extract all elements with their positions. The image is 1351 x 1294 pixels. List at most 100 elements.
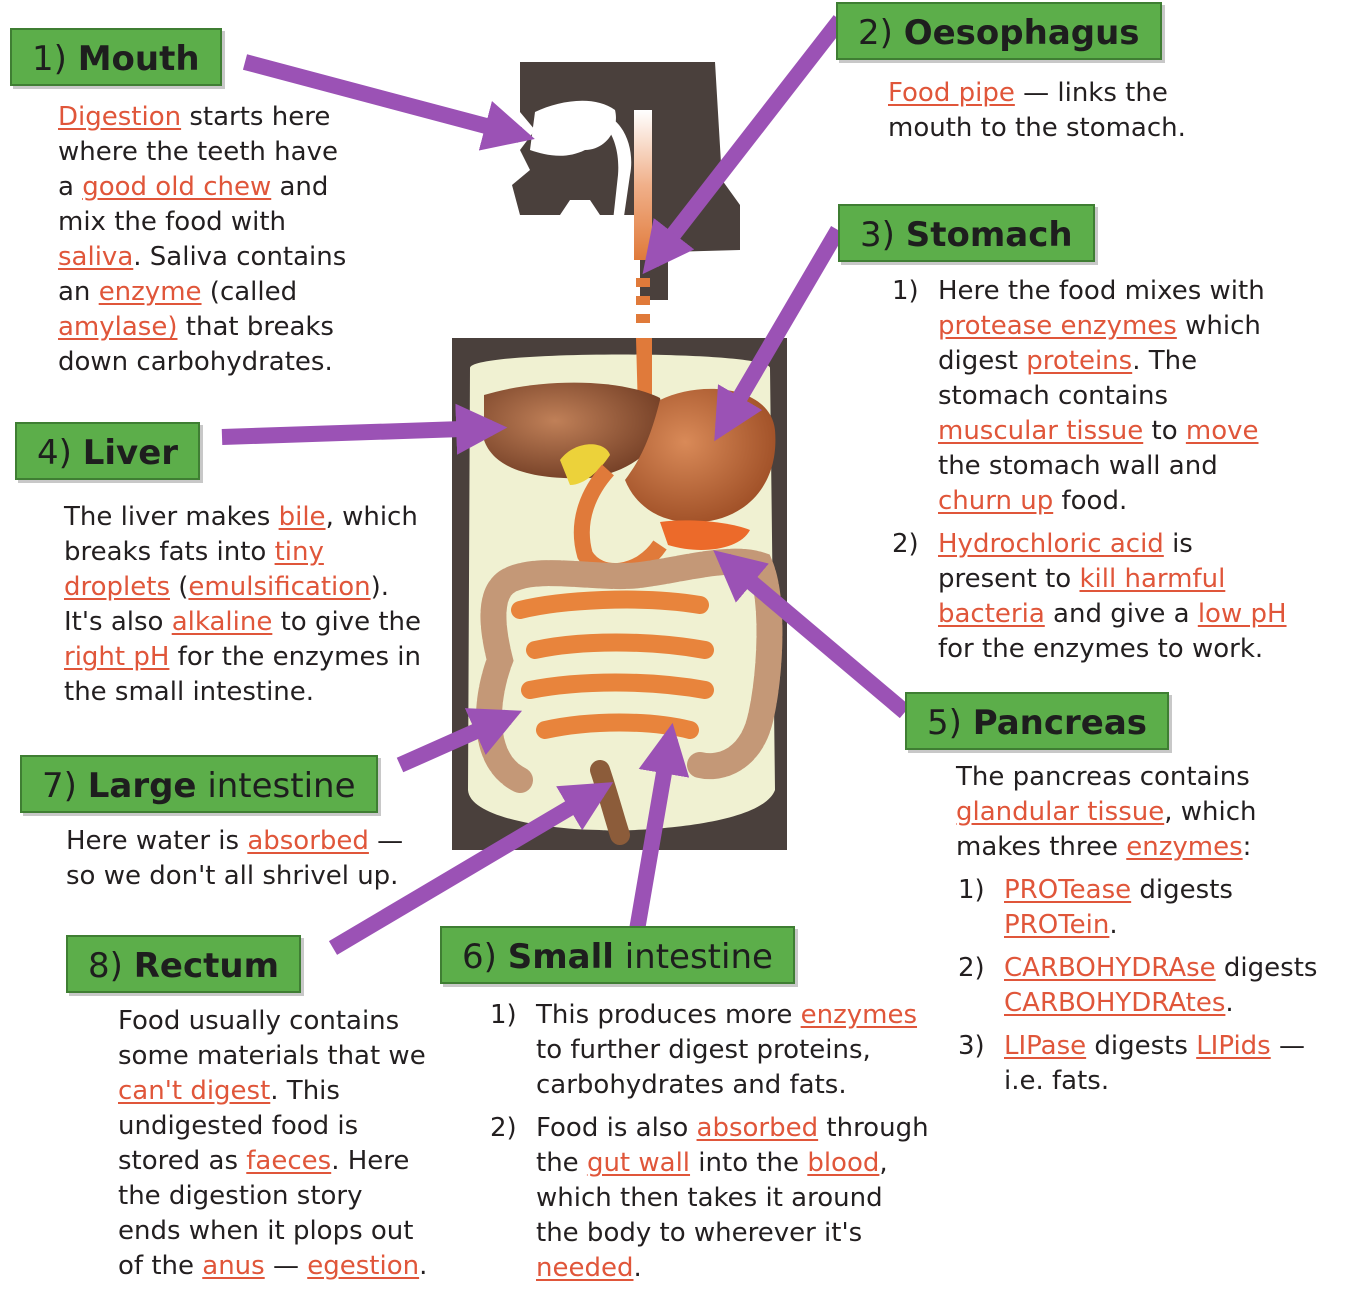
list-number: 1)	[490, 998, 517, 1033]
keyword: Hydrochloric acid	[938, 529, 1164, 559]
label-title-rest: intestine	[625, 937, 773, 977]
keyword: blood	[807, 1148, 879, 1178]
text-segment: to	[1143, 416, 1186, 446]
keyword: CARBOHYDRAtes	[1004, 988, 1225, 1018]
keyword: saliva	[58, 242, 133, 272]
text-segment: and give a	[1045, 599, 1198, 629]
label-title: Stomach	[906, 215, 1073, 255]
keyword: CARBOHYDRAse	[1004, 953, 1216, 983]
label-title: Mouth	[78, 39, 200, 79]
pancreas-description: The pancreas contains glandular tissue, …	[956, 760, 1341, 1107]
list-number: 1)	[958, 873, 985, 908]
keyword: needed	[536, 1253, 633, 1283]
keyword: muscular tissue	[938, 416, 1143, 446]
keyword: alkaline	[172, 607, 273, 637]
label-number: 3)	[860, 215, 895, 255]
keyword: churn up	[938, 486, 1053, 516]
keyword: Food pipe	[888, 78, 1015, 108]
liver-description: The liver makes bile, which breaks fats …	[64, 500, 424, 710]
keyword: absorbed	[697, 1113, 819, 1143]
text-segment: The liver makes	[64, 502, 279, 532]
oesophagus-description: Food pipe — links the mouth to the stoma…	[888, 76, 1258, 146]
label-title: Oesophagus	[904, 13, 1140, 53]
keyword: LIPase	[1004, 1031, 1086, 1061]
keyword: good old chew	[82, 172, 271, 202]
keyword: right pH	[64, 642, 169, 672]
text-segment: into the	[690, 1148, 807, 1178]
label-title: Small	[508, 937, 614, 977]
text-segment: This produces more	[536, 1000, 801, 1030]
keyword: move	[1186, 416, 1259, 446]
text-segment: food.	[1053, 486, 1127, 516]
text-segment: the stomach wall and	[938, 451, 1218, 481]
list-item: 3)LIPase digests LIPids — i.e. fats.	[958, 1029, 1341, 1099]
label-oesophagus: 2) Oesophagus	[836, 2, 1162, 60]
keyword: can't digest	[118, 1076, 270, 1106]
label-title: Liver	[83, 433, 178, 473]
text-segment: —	[265, 1251, 308, 1281]
text-segment: (	[170, 572, 188, 602]
label-number: 7)	[42, 766, 77, 806]
label-number: 5)	[927, 703, 962, 743]
text-segment: Food usually contains some materials tha…	[118, 1006, 426, 1071]
keyword: low pH	[1198, 599, 1287, 629]
arrow-liver	[222, 428, 492, 437]
text-segment: digests	[1086, 1031, 1196, 1061]
label-title: Large	[88, 766, 197, 806]
label-number: 4)	[37, 433, 72, 473]
label-small-intestine: 6) Small intestine	[440, 926, 795, 984]
text-segment: :	[1243, 832, 1252, 862]
keyword: enzyme	[99, 277, 202, 307]
list-item: 1) This produces more enzymes to further …	[490, 998, 930, 1103]
rectum-description: Food usually contains some materials tha…	[118, 1004, 428, 1284]
list-item: 2)Food is also absorbed through the gut …	[490, 1111, 930, 1286]
keyword: gut wall	[587, 1148, 690, 1178]
text-segment: .	[419, 1251, 427, 1281]
list-number: 2)	[490, 1111, 517, 1146]
label-mouth: 1) Mouth	[10, 28, 222, 86]
keyword: emulsification	[188, 572, 370, 602]
label-title-rest: intestine	[207, 766, 355, 806]
text-segment: digests	[1216, 953, 1318, 983]
label-number: 2)	[858, 13, 893, 53]
list-item: 1) PROTease digests PROTein.	[958, 873, 1341, 943]
text-segment: digests	[1131, 875, 1233, 905]
keyword: enzymes	[1126, 832, 1242, 862]
text-segment: .	[633, 1253, 641, 1283]
text-segment: for the enzymes to work.	[938, 634, 1263, 664]
text-segment: to further digest proteins, carbohydrate…	[536, 1035, 871, 1100]
keyword: PROTease	[1004, 875, 1131, 905]
keyword: faeces	[246, 1146, 331, 1176]
label-title: Pancreas	[973, 703, 1147, 743]
label-rectum: 8) Rectum	[66, 935, 301, 993]
label-liver: 4) Liver	[15, 422, 200, 480]
text-segment: .	[1109, 910, 1117, 940]
label-number: 1)	[32, 39, 67, 79]
keyword: PROTein	[1004, 910, 1109, 940]
large-intestine-description: Here water is absorbed — so we don't all…	[66, 824, 406, 894]
text-segment: (called	[202, 277, 298, 307]
keyword: protease enzymes	[938, 311, 1177, 341]
text-segment: Here water is	[66, 826, 247, 856]
keyword: glandular tissue	[956, 797, 1164, 827]
keyword: anus	[202, 1251, 264, 1281]
keyword: enzymes	[801, 1000, 917, 1030]
list-number: 3)	[958, 1029, 985, 1064]
text-segment: .	[1225, 988, 1233, 1018]
list-number: 2)	[958, 951, 985, 986]
label-stomach: 3) Stomach	[838, 204, 1095, 262]
label-number: 8)	[88, 946, 123, 986]
stomach-description: 1)Here the food mixes with protease enzy…	[892, 274, 1292, 675]
label-pancreas: 5) Pancreas	[905, 692, 1169, 750]
list-item: 2)Hydrochloric acid is present to kill h…	[892, 527, 1292, 667]
text-segment: Food is also	[536, 1113, 697, 1143]
keyword: amylase)	[58, 312, 178, 342]
mouth-description: Digestion starts here where the teeth ha…	[58, 100, 358, 380]
label-large-intestine: 7) Large intestine	[20, 755, 378, 813]
list-item: 1)Here the food mixes with protease enzy…	[892, 274, 1292, 519]
keyword: absorbed	[247, 826, 369, 856]
list-number: 2)	[892, 527, 919, 562]
text-segment: Here the food mixes with	[938, 276, 1265, 306]
text-segment: to give the	[272, 607, 421, 637]
label-number: 6)	[462, 937, 497, 977]
